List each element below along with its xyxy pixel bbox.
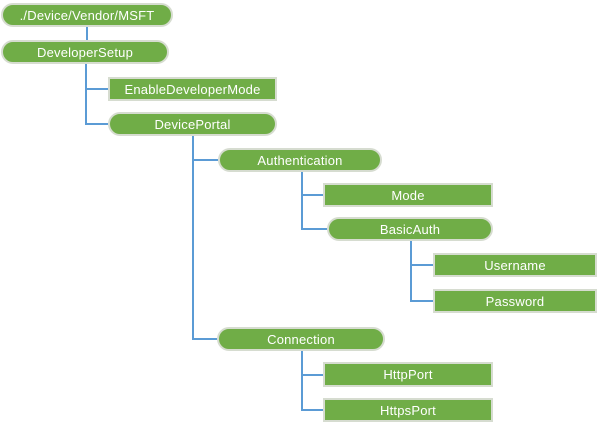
- tree-node-httpport: HttpPort: [323, 362, 493, 387]
- tree-node-connection: Connection: [217, 327, 385, 351]
- tree-node-enabledevelopermode: EnableDeveloperMode: [108, 77, 277, 101]
- connector-segment-horizontal: [301, 194, 323, 196]
- connector-segment-vertical: [410, 241, 412, 302]
- tree-node-password: Password: [433, 289, 597, 313]
- connector-segment-horizontal: [85, 123, 108, 125]
- connector-segment-vertical: [301, 351, 303, 411]
- connector-segment-horizontal: [410, 300, 433, 302]
- connector-segment-horizontal: [301, 374, 323, 376]
- connector-segment-horizontal: [301, 228, 327, 230]
- connector-segment-vertical: [86, 27, 88, 41]
- tree-node-device-vendor-msft: ./Device/Vendor/MSFT: [1, 3, 173, 27]
- tree-node-developersetup: DeveloperSetup: [1, 40, 169, 64]
- connector-segment-vertical: [85, 64, 87, 125]
- connector-segment-horizontal: [192, 338, 217, 340]
- connector-segment-horizontal: [85, 88, 108, 90]
- tree-node-authentication: Authentication: [218, 148, 382, 172]
- tree-node-mode: Mode: [323, 183, 493, 207]
- connector-segment-horizontal: [301, 409, 323, 411]
- tree-node-basicauth: BasicAuth: [327, 217, 493, 241]
- connector-segment-horizontal: [410, 264, 433, 266]
- tree-node-deviceportal: DevicePortal: [108, 112, 277, 136]
- tree-node-username: Username: [433, 253, 597, 277]
- connector-segment-vertical: [301, 172, 303, 230]
- connector-segment-horizontal: [192, 159, 218, 161]
- tree-node-httpsport: HttpsPort: [323, 398, 493, 422]
- connector-segment-vertical: [192, 136, 194, 340]
